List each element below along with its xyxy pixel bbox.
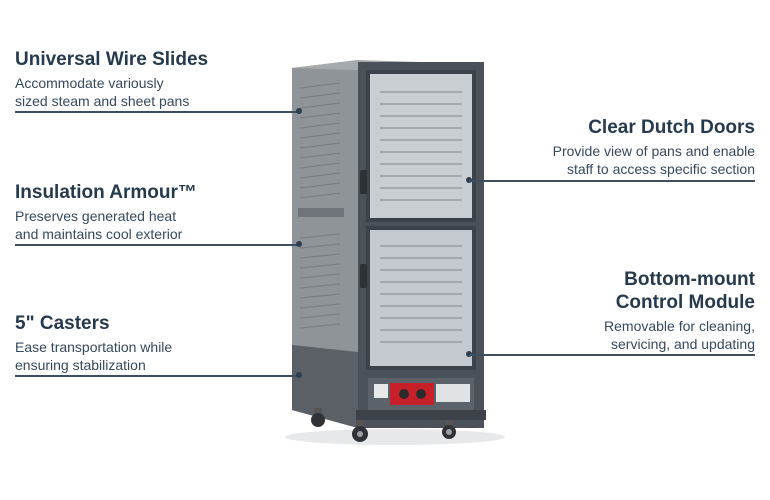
- leader-line: [15, 111, 297, 113]
- callout-desc-line: Preserves generated heat: [15, 208, 177, 224]
- callout-dutch-doors: Clear Dutch Doors Provide view of pans a…: [553, 116, 755, 178]
- callout-desc-line: and maintains cool exterior: [15, 226, 183, 242]
- callout-desc: Provide view of pans and enable staff to…: [553, 142, 755, 178]
- callout-casters: 5" Casters Ease transportation while ens…: [15, 312, 172, 374]
- callout-desc-line: servicing, and updating: [611, 336, 755, 352]
- callout-title: 5" Casters: [15, 313, 110, 334]
- callout-desc-line: Accommodate variously: [15, 75, 164, 91]
- leader-dot: [296, 108, 302, 114]
- callout-title: Clear Dutch Doors: [588, 117, 755, 138]
- leader-dot: [296, 241, 302, 247]
- callout-title: Universal Wire Slides: [15, 49, 209, 70]
- callout-title-line: Control Module: [615, 292, 755, 313]
- callout-desc: Preserves generated heat and maintains c…: [15, 207, 197, 243]
- callout-desc-line: Ease transportation while: [15, 339, 173, 355]
- caster-wheel: [311, 413, 325, 427]
- callout-title: Insulation Armour™: [15, 182, 197, 203]
- callout-wire-slides: Universal Wire Slides Accommodate variou…: [15, 48, 208, 110]
- leader-line: [15, 244, 297, 246]
- callout-desc-line: Removable for cleaning,: [604, 318, 755, 334]
- callout-title-line: Bottom-mount: [624, 269, 755, 290]
- leader-dot: [296, 372, 302, 378]
- callout-desc: Accommodate variously sized steam and sh…: [15, 74, 208, 110]
- leader-line: [15, 375, 297, 377]
- leader-line: [469, 180, 755, 182]
- callout-desc-line: ensuring stabilization: [15, 357, 146, 373]
- callout-desc: Ease transportation while ensuring stabi…: [15, 338, 172, 374]
- callout-desc-line: staff to access specific section: [566, 161, 755, 177]
- callout-desc-line: sized steam and sheet pans: [15, 93, 190, 109]
- control-panel-red: [390, 383, 434, 405]
- leader-line: [469, 354, 755, 356]
- callout-desc-line: Provide view of pans and enable: [552, 143, 755, 159]
- callout-control-module: Bottom-mount Control Module Removable fo…: [604, 268, 755, 353]
- lower-dutch-door: [366, 226, 476, 370]
- callout-desc: Removable for cleaning, servicing, and u…: [604, 317, 755, 353]
- upper-dutch-door: [366, 70, 476, 222]
- cabinet-side-panel: [292, 60, 358, 428]
- callout-title: Bottom-mount Control Module: [604, 268, 755, 314]
- callout-insulation: Insulation Armour™ Preserves generated h…: [15, 181, 197, 243]
